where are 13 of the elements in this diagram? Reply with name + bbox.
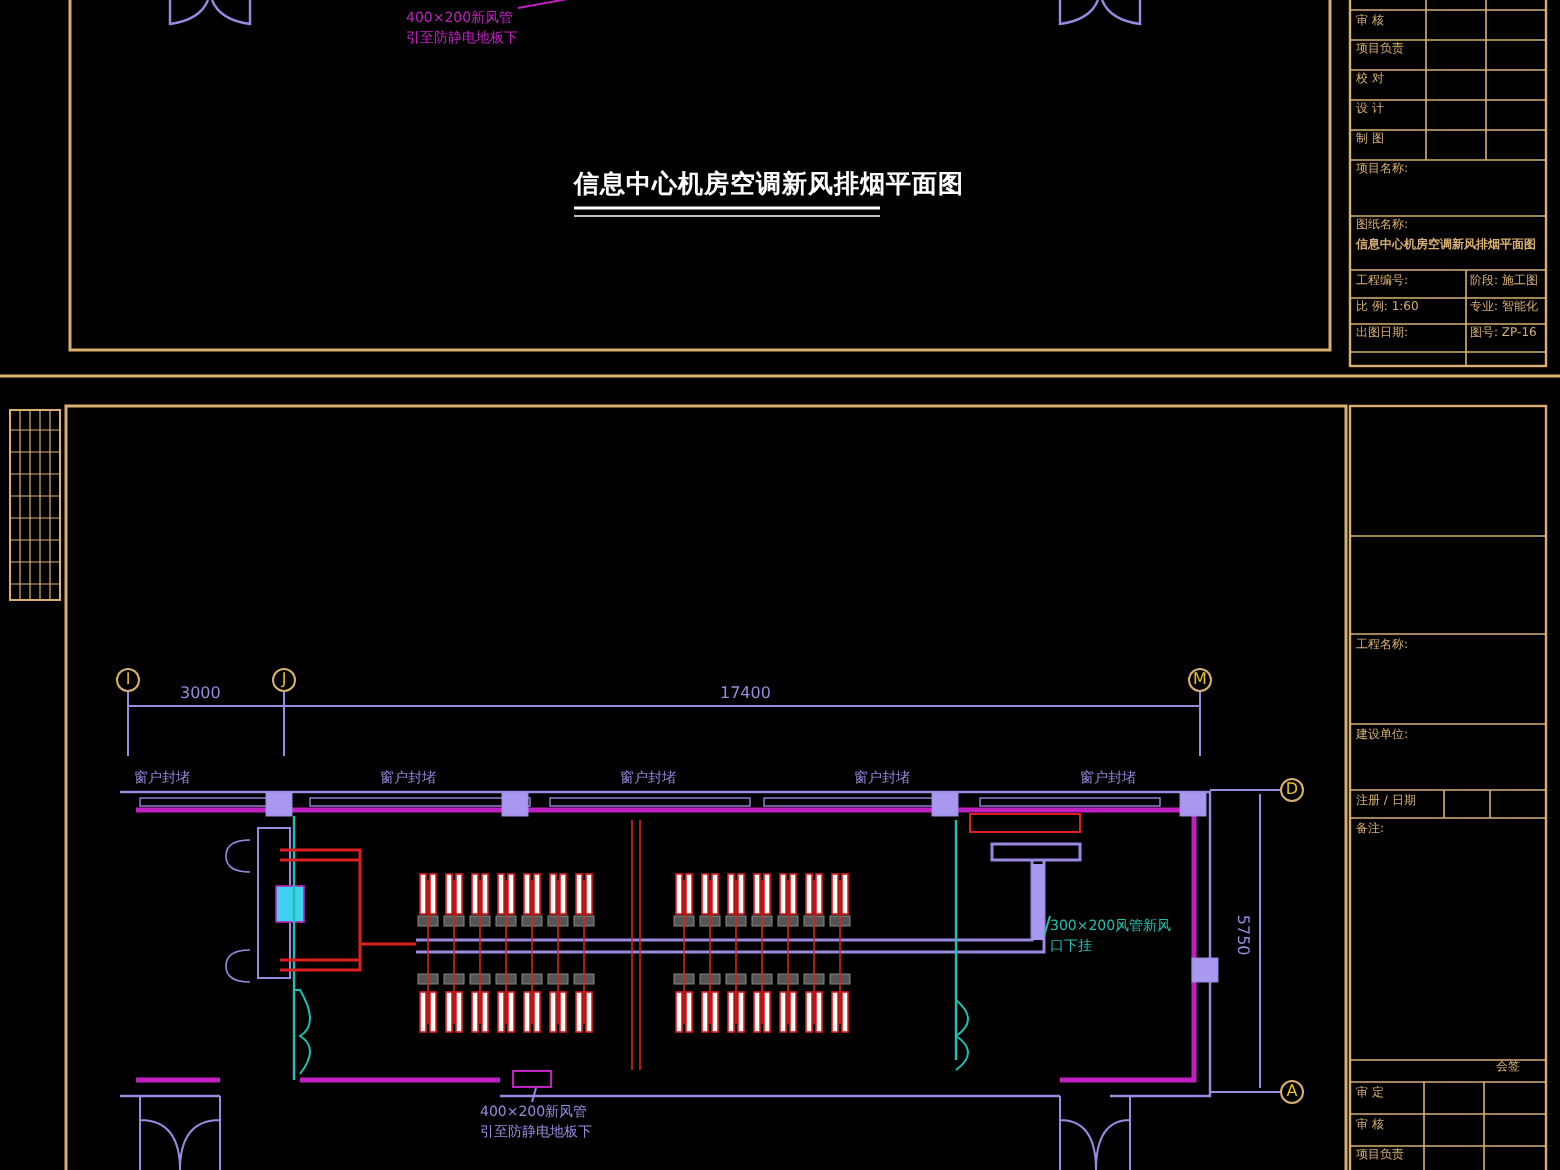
leader-line bbox=[1043, 915, 1051, 937]
floor-vent bbox=[512, 1070, 552, 1088]
dimension-text: 5750 bbox=[1233, 914, 1252, 956]
axis-bubble: J bbox=[272, 668, 296, 692]
drawing-title: 信息中心机房空调新风排烟平面图 bbox=[574, 170, 964, 199]
axis-bubble: A bbox=[1280, 1080, 1304, 1104]
dimension-text: 3000 bbox=[180, 684, 221, 703]
axis-bubble: D bbox=[1280, 778, 1304, 802]
axis-bubble: I bbox=[116, 668, 140, 692]
leader-line bbox=[531, 1087, 537, 1103]
duct-riser bbox=[1032, 864, 1044, 940]
axis-bubble: M bbox=[1188, 668, 1212, 692]
dimension-text: 17400 bbox=[720, 684, 771, 703]
